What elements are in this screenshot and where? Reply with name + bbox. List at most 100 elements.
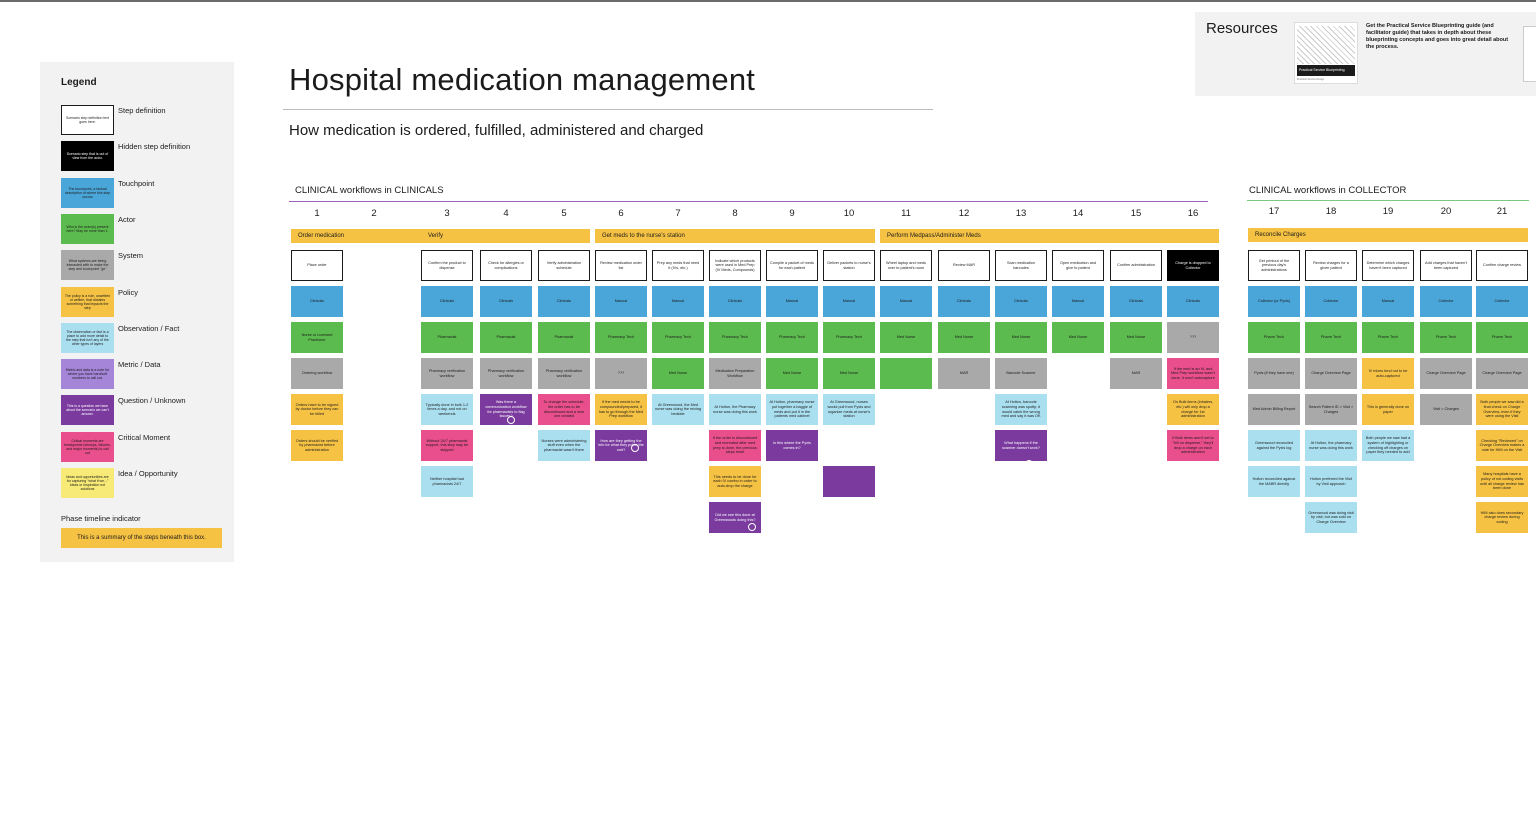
sticky-step[interactable]: Confirm the product to dispense xyxy=(421,250,473,281)
legend-sample-hidden[interactable]: Scenario step that is out of view from t… xyxy=(61,141,114,172)
sticky-policy[interactable]: This needs to be done for each IV combo … xyxy=(709,466,761,497)
legend-sample-obs[interactable]: The observation or fact is a place to ad… xyxy=(61,322,114,353)
sticky-touch[interactable]: Collector xyxy=(1420,286,1472,317)
sticky-question[interactable] xyxy=(823,466,875,497)
sticky-system[interactable]: Pharmacy verification workflow xyxy=(480,358,532,389)
sticky-actor[interactable]: Pharmacy Tech xyxy=(595,322,647,353)
sticky-critical[interactable]: To change the schedule, the order has to… xyxy=(538,394,590,425)
sticky-obs[interactable]: At Holton, pharmacy nurse put together a… xyxy=(766,394,818,425)
sticky-step[interactable]: Get printout of the previous day's admin… xyxy=(1248,250,1300,281)
sticky-step[interactable]: Scan medication barcodes xyxy=(995,250,1047,281)
sticky-question[interactable]: What happens if the scanner doesn't work… xyxy=(995,430,1047,461)
phase-1[interactable]: Order medication xyxy=(291,229,463,243)
sticky-system[interactable]: ??? xyxy=(1167,322,1219,353)
sticky-touch[interactable]: Clinicals xyxy=(480,286,532,317)
sticky-system[interactable]: Barcode Scanner xyxy=(995,358,1047,389)
phase-4[interactable]: Perform Medpass/Administer Meds xyxy=(880,229,1219,243)
sticky-touch[interactable]: Manual xyxy=(1052,286,1104,317)
sticky-system[interactable]: MAR xyxy=(938,358,990,389)
sticky-system[interactable]: Charge Overview Page xyxy=(1305,358,1357,389)
sticky-step[interactable]: Determine which charges haven't been cap… xyxy=(1362,250,1414,281)
sticky-actor[interactable]: Pharmacy Tech xyxy=(766,322,818,353)
next-resource-card[interactable] xyxy=(1523,26,1536,82)
sticky-touch[interactable]: Clinicals xyxy=(1110,286,1162,317)
sticky-touch[interactable]: Clinicals xyxy=(421,286,473,317)
sticky-touch[interactable]: Collector xyxy=(1305,286,1357,317)
sticky-actor[interactable]: Med Nurse xyxy=(938,322,990,353)
sticky-actor[interactable]: Med Nurse xyxy=(1052,322,1104,353)
sticky-step[interactable]: Indicate which products were used in Med… xyxy=(709,250,761,281)
sticky-actor[interactable] xyxy=(880,358,932,389)
sticky-policy[interactable]: HIM also does secondary charge review du… xyxy=(1476,502,1528,533)
legend-sample-critical[interactable]: Critical moments are breakpoints (whoops… xyxy=(61,431,114,462)
sticky-touch[interactable]: Collector (or Pyxis) xyxy=(1248,286,1300,317)
legend-sample-touch[interactable]: The touchpoint, a factual description of… xyxy=(61,177,114,208)
sticky-step[interactable]: Confirm charge review xyxy=(1476,250,1528,281)
sticky-question[interactable]: How are they getting the info for what t… xyxy=(595,430,647,461)
sticky-obs[interactable]: Typically done in bulk 1-2 times a day, … xyxy=(421,394,473,425)
sticky-obs[interactable]: Greenwood was doing visit by visit, but … xyxy=(1305,502,1357,533)
sticky-step[interactable]: Prep any meds that need it (IVs, etc.) xyxy=(652,250,704,281)
sticky-system[interactable]: Medication Preparation Workflow xyxy=(709,358,761,389)
sticky-critical[interactable]: If the med is an IV, and Med Prep workfl… xyxy=(1167,358,1219,389)
sticky-actor[interactable]: Pharm Tech xyxy=(1305,322,1357,353)
sticky-system[interactable]: Charge Overview Page xyxy=(1476,358,1528,389)
sticky-step[interactable]: Wheel laptop and meds over to patient's … xyxy=(880,250,932,281)
sticky-policy[interactable]: Checking "Reviewed" on Charge Overview m… xyxy=(1476,430,1528,461)
sticky-policy[interactable]: On Bulk items (inhalers, etc.) will only… xyxy=(1167,394,1219,425)
sticky-touch[interactable]: Manual xyxy=(1362,286,1414,317)
sticky-step[interactable]: Deliver packets to nurse's station xyxy=(823,250,875,281)
sticky-step[interactable]: Compile a packet of meds for each patien… xyxy=(766,250,818,281)
sticky-actor[interactable]: Med Nurse xyxy=(1110,322,1162,353)
sticky-hidden[interactable]: Charge is dropped to Collector xyxy=(1167,250,1219,281)
sticky-system[interactable]: Search Patient ID > Visit > Charges xyxy=(1305,394,1357,425)
sticky-policy[interactable]: Both people we saw did a final check on … xyxy=(1476,394,1528,425)
legend-sample-step[interactable]: Scenario step definition text goes here. xyxy=(61,105,114,135)
sticky-policy[interactable]: If the med needs to be compounded/prepar… xyxy=(595,394,647,425)
sticky-system[interactable]: Visit > Charges xyxy=(1420,394,1472,425)
sticky-step[interactable]: Review medication order list xyxy=(595,250,647,281)
sticky-policy[interactable]: Orders have to be signed by doctor befor… xyxy=(291,394,343,425)
sticky-obs[interactable]: Holton reconciled against the MABR direc… xyxy=(1248,466,1300,497)
sticky-step[interactable]: Review charges for a given patient xyxy=(1305,250,1357,281)
sticky-obs[interactable]: At Greenwood, nurses would pull from Pyx… xyxy=(823,394,875,425)
sticky-actor[interactable]: Pharm Tech xyxy=(1476,322,1528,353)
sticky-obs[interactable]: Holton preferred the Visit by Visit appr… xyxy=(1305,466,1357,497)
sticky-obs[interactable]: At Holton, barcode scanning was spotty; … xyxy=(995,394,1047,425)
sticky-actor[interactable]: Pharm Tech xyxy=(1248,322,1300,353)
sticky-question[interactable]: Was there a communication workflow for p… xyxy=(480,394,532,425)
sticky-critical[interactable]: If Bulk items aren't set to "bill on dis… xyxy=(1167,430,1219,461)
sticky-policy[interactable]: Orders should be verified by pharmacist … xyxy=(291,430,343,461)
sticky-actor[interactable]: Pharmacist xyxy=(421,322,473,353)
sticky-question[interactable]: Is this where the Pyxis comes in? xyxy=(766,430,818,461)
legend-sample-policy[interactable]: The policy is a rule, unwritten or writt… xyxy=(61,286,114,317)
sticky-obs[interactable]: At Greenwood, the Med nurse was doing th… xyxy=(652,394,704,425)
sticky-actor[interactable]: Pharm Tech xyxy=(1420,322,1472,353)
sticky-step[interactable]: Open medication and give to patient xyxy=(1052,250,1104,281)
sticky-actor[interactable]: Pharmacy Tech xyxy=(823,322,875,353)
sticky-actor[interactable]: Med Nurse xyxy=(995,322,1047,353)
sticky-critical[interactable]: If the order is discontinued and recreat… xyxy=(709,430,761,461)
legend-sample-actor[interactable]: Who is the actor(s) present here? May be… xyxy=(61,213,114,244)
sticky-system[interactable]: Med Admin Billing Report xyxy=(1248,394,1300,425)
sticky-obs[interactable]: At Holton, the Pharmacy nurse was doing … xyxy=(709,394,761,425)
sticky-actor[interactable]: Pharmacy Tech xyxy=(652,322,704,353)
sticky-actor[interactable]: Med Nurse xyxy=(766,358,818,389)
sticky-obs[interactable]: Both people we saw had a system of highl… xyxy=(1362,430,1414,461)
legend-sample-question[interactable]: This is a question we have about the sce… xyxy=(61,395,114,426)
sticky-actor[interactable]: Med Nurse xyxy=(652,358,704,389)
sticky-policy[interactable]: This is generally done on paper xyxy=(1362,394,1414,425)
sticky-actor[interactable]: Nurse or Licensed Practioner xyxy=(291,322,343,353)
sticky-actor[interactable]: Pharm Tech xyxy=(1362,322,1414,353)
sticky-critical[interactable]: Without 24/7 pharmacist support, this st… xyxy=(421,430,473,461)
legend-phase-sample[interactable]: This is a summary of the steps beneath t… xyxy=(61,528,222,548)
sticky-obs[interactable]: Nurses were administering stuff even whe… xyxy=(538,430,590,461)
sticky-touch[interactable]: Collector xyxy=(1476,286,1528,317)
sticky-touch[interactable]: Manual xyxy=(595,286,647,317)
sticky-policy[interactable]: IV mixes tend not to be auto-captured xyxy=(1362,358,1414,389)
legend-sample-metric[interactable]: Metric and data is a note for where you … xyxy=(61,359,114,390)
legend-sample-idea[interactable]: Ideas and opportunities are for capturin… xyxy=(61,468,114,498)
sticky-touch[interactable]: Clinicals xyxy=(709,286,761,317)
sticky-system[interactable]: Pharmacy verification workflow xyxy=(421,358,473,389)
sticky-step[interactable]: Confirm administration xyxy=(1110,250,1162,281)
